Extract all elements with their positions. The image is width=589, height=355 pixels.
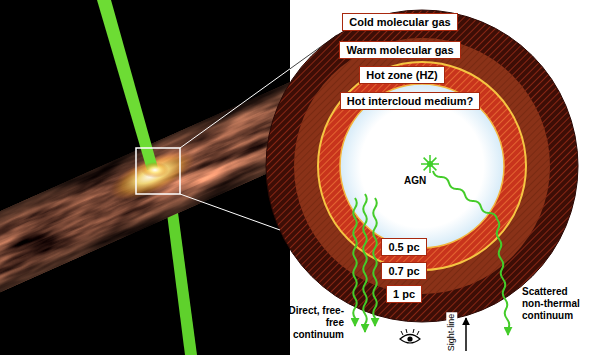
wavy-arrow (373, 198, 377, 326)
warm-ring (294, 38, 550, 294)
wavy-arrow (353, 198, 357, 326)
label-text: Hot zone (HZ) (366, 68, 437, 82)
region-label: Cold molecular gas (342, 13, 457, 31)
label-text: 0.7 pc (388, 264, 419, 278)
region-label: Hot intercloud medium? (340, 92, 481, 110)
eye-symbol (400, 329, 420, 343)
star-rays (421, 155, 439, 173)
wavy-arrow (433, 171, 509, 335)
region-label: Warm molecular gas (339, 41, 460, 59)
wavy-arrow (363, 194, 367, 332)
cold-ring (266, 10, 578, 322)
emission-waves (353, 171, 509, 335)
torus-band (0, 54, 290, 317)
hot-ring (318, 62, 526, 270)
label-text: Cold molecular gas (349, 15, 450, 29)
scale-label: 1 pc (386, 285, 422, 303)
zone-circles (266, 10, 578, 322)
label-text: Hot intercloud medium? (347, 94, 474, 108)
torus-shading (0, 54, 290, 317)
emission-label: Direct, free-free continuum (286, 305, 344, 341)
scale-label: 0.7 pc (381, 262, 426, 280)
agn-star (421, 155, 439, 173)
eye-pupil (407, 336, 412, 341)
zoom-line (180, 194, 280, 230)
torus-picture (0, 0, 290, 355)
label-text: 0.5 pc (388, 240, 419, 254)
core-highlight (141, 162, 169, 178)
eye-outline (400, 335, 420, 344)
eye-lashes (401, 329, 419, 335)
scale-label: 0.5 pc (381, 238, 426, 256)
emission-label: Scattered non-thermal continuum (522, 286, 584, 322)
region-label: Hot zone (HZ) (359, 66, 444, 84)
inset-frame (136, 148, 180, 194)
dust-torus (0, 54, 290, 317)
jet-upper (97, 0, 158, 170)
label-text: Warm molecular gas (346, 43, 453, 57)
sightline-label: Sight-line (446, 312, 457, 352)
star-core (427, 161, 433, 167)
label-text: 1 pc (393, 287, 415, 301)
source-label: AGN (404, 175, 426, 187)
sightline-arrow (465, 318, 467, 351)
